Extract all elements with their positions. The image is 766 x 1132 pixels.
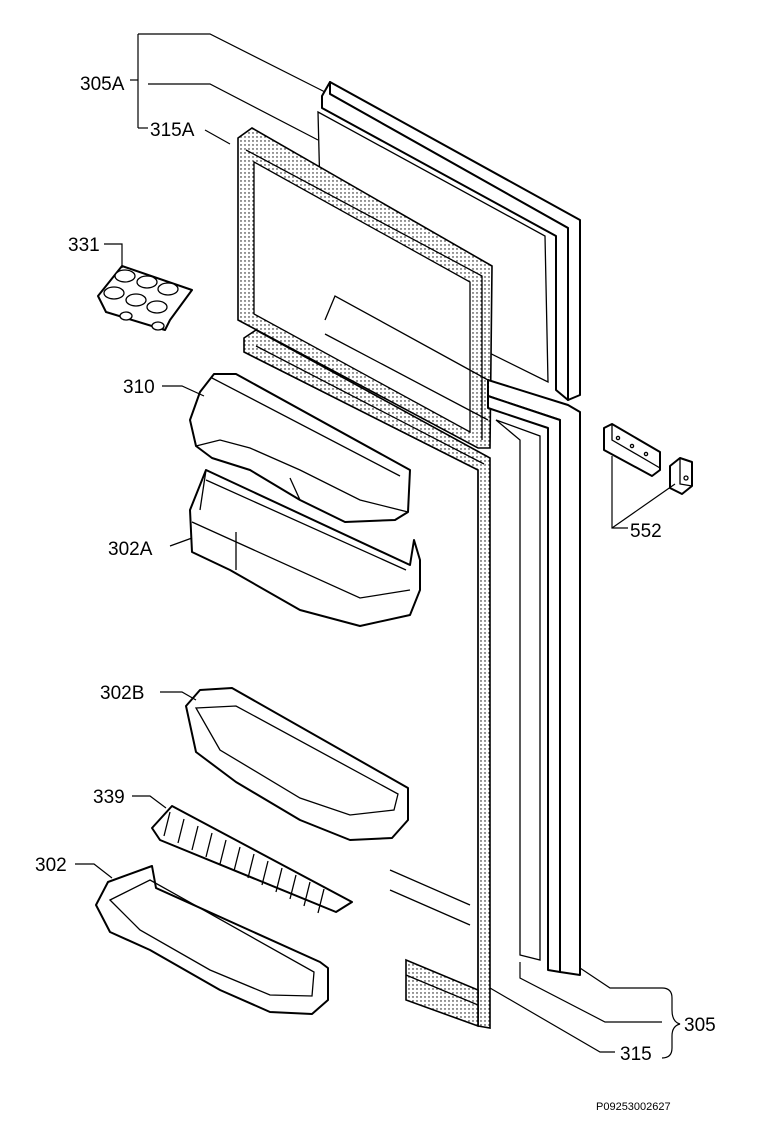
fridge-door-panel <box>324 295 581 976</box>
label-305: 305 <box>684 1015 716 1036</box>
leader-lines <box>75 33 681 1059</box>
freezer-gasket <box>237 127 493 449</box>
label-552: 552 <box>630 521 662 542</box>
label-302: 302 <box>35 855 67 876</box>
door-shelf-middle <box>185 687 409 841</box>
drawing-code: P09253002627 <box>596 1101 671 1113</box>
part-labels: 305A 315A 331 310 302A 302B 339 302 552 … <box>35 74 716 1113</box>
label-315A: 315A <box>150 120 195 141</box>
label-331: 331 <box>68 235 100 256</box>
dairy-compartment-lid <box>189 373 411 523</box>
egg-tray <box>97 265 193 331</box>
label-315: 315 <box>620 1044 652 1065</box>
fridge-gasket <box>243 329 491 1029</box>
bottle-retainer <box>151 805 353 914</box>
door-shelf-top <box>189 469 421 627</box>
label-302A: 302A <box>108 539 153 560</box>
hinge-parts <box>603 423 693 495</box>
label-305A: 305A <box>80 74 125 95</box>
label-339: 339 <box>93 787 125 808</box>
label-302B: 302B <box>100 683 144 704</box>
label-310: 310 <box>123 377 155 398</box>
door-shelf-bottom <box>95 865 329 1015</box>
